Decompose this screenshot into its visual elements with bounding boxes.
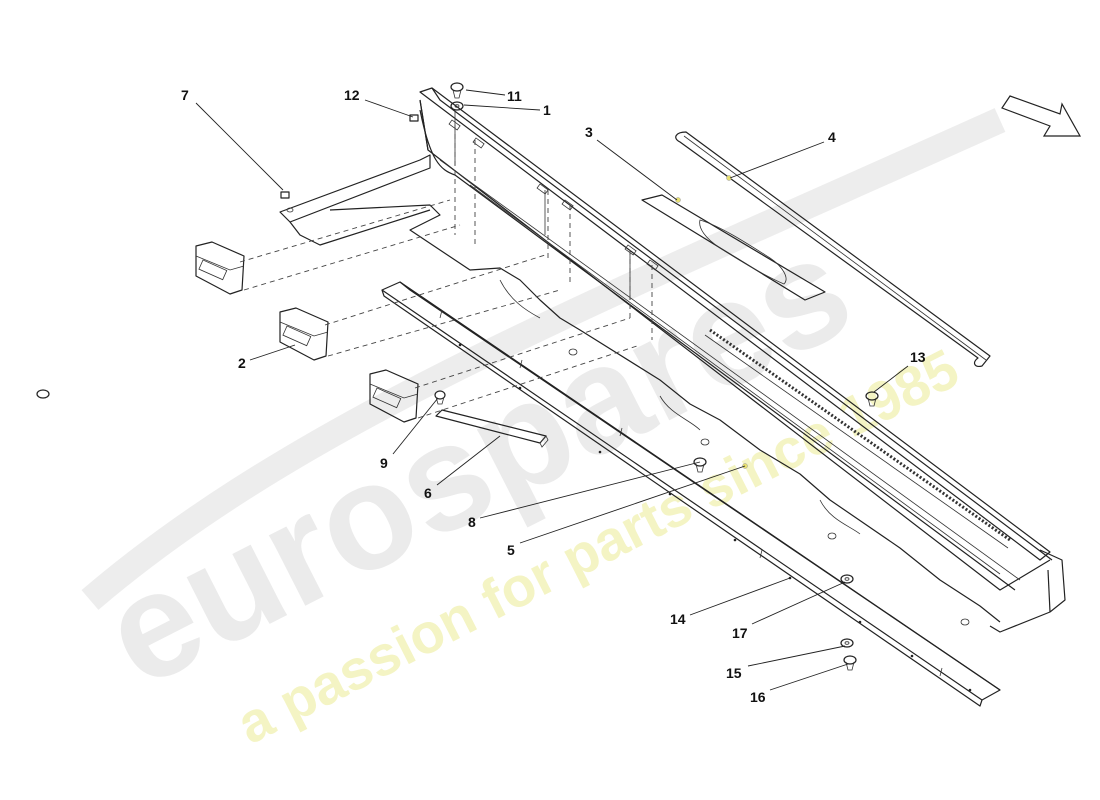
bracket — [279, 154, 431, 246]
callout-3: 3 — [585, 124, 593, 140]
callout-13: 13 — [910, 349, 926, 365]
bolt-icon — [693, 457, 707, 473]
clip-top — [195, 241, 245, 295]
bolt-icon — [434, 390, 446, 405]
sill-panel — [329, 87, 1066, 633]
callout-16: 16 — [750, 689, 766, 705]
leader-lines — [195, 89, 909, 691]
callout-7: 7 — [181, 87, 189, 103]
arrow-right-down-icon — [1001, 95, 1082, 137]
bolt-icon — [865, 391, 879, 407]
support-strip — [381, 281, 1001, 707]
clip-nut-icon — [409, 114, 419, 122]
clip-middle — [279, 307, 329, 361]
washer-icon — [840, 574, 854, 584]
callout-11: 11 — [507, 88, 522, 104]
screw-icon — [450, 82, 464, 99]
watermark: eurospares a passion for parts since 198… — [78, 108, 1006, 756]
callout-labels: 1 2 3 4 5 6 7 8 9 11 12 13 14 15 16 17 — [181, 87, 926, 705]
bolt-icon — [843, 655, 857, 671]
washer-icon — [450, 101, 464, 111]
clip-nut-icon — [280, 191, 290, 199]
bolt-icon — [36, 389, 50, 399]
watermark-swoosh — [81, 108, 1006, 610]
assembly-lines — [239, 125, 653, 419]
insulating-bar — [435, 409, 549, 448]
callout-17: 17 — [732, 625, 748, 641]
scuff-plate — [641, 194, 826, 301]
callout-15: 15 — [726, 665, 742, 681]
callout-4: 4 — [828, 129, 836, 145]
callout-14: 14 — [670, 611, 686, 627]
callout-9: 9 — [380, 455, 388, 471]
callout-2: 2 — [238, 355, 246, 371]
callout-6: 6 — [424, 485, 432, 501]
callout-1: 1 — [543, 102, 551, 118]
callout-5: 5 — [507, 542, 515, 558]
clip-bottom — [369, 369, 419, 423]
callout-12: 12 — [344, 87, 360, 103]
trim-strip — [675, 131, 991, 367]
washer-icon — [840, 638, 854, 648]
callout-8: 8 — [468, 514, 476, 530]
